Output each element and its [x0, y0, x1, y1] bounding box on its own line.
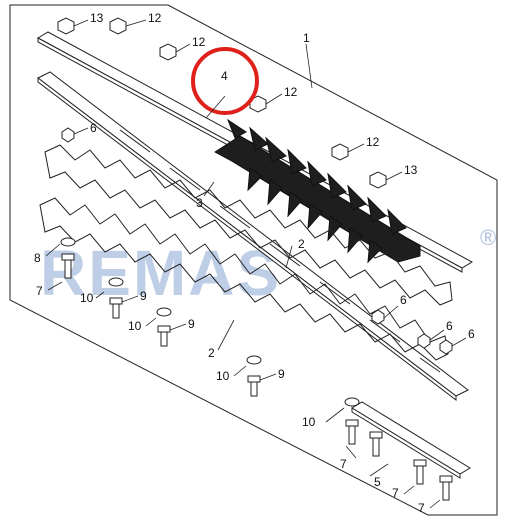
- label-part-2: 2: [298, 237, 305, 251]
- label-part-9: 9: [140, 289, 147, 303]
- part-4-upper-blade: [214, 118, 421, 264]
- label-part-6: 6: [90, 121, 97, 135]
- label-part-13: 13: [404, 163, 418, 177]
- part-labels: 13 12 12 1 12 6 12 13 3 2 8 7 10 9 6 10 …: [34, 11, 475, 515]
- washer-part-10-c: [246, 355, 262, 365]
- watermark-text: REMAS: [40, 237, 281, 309]
- bolt-part-7-d: [413, 459, 427, 485]
- bolt-part-9-b: [157, 325, 171, 347]
- label-part-7: 7: [418, 501, 425, 515]
- part-5-lower-plate: [351, 401, 471, 479]
- label-part-9: 9: [278, 367, 285, 381]
- part-2-blade-b: [39, 197, 449, 361]
- label-part-6: 6: [446, 319, 453, 333]
- label-part-10: 10: [216, 369, 230, 383]
- nut-part-12-c: [249, 95, 267, 113]
- bolt-part-7-e: [439, 475, 453, 501]
- label-part-12: 12: [366, 135, 380, 149]
- label-part-8: 8: [34, 251, 41, 265]
- label-part-13: 13: [90, 11, 104, 25]
- label-part-6: 6: [468, 327, 475, 341]
- bolt-part-7-b: [345, 419, 359, 445]
- nut-part-12-b: [159, 43, 177, 61]
- label-part-9: 9: [188, 317, 195, 331]
- nut-part-13-a: [57, 17, 75, 35]
- nut-part-6-a: [61, 127, 75, 143]
- label-part-10: 10: [128, 319, 142, 333]
- label-part-2: 2: [208, 346, 215, 360]
- label-part-7: 7: [340, 457, 347, 471]
- washer-part-10-b: [156, 307, 172, 317]
- leader-lines: [45, 19, 467, 509]
- label-part-7: 7: [36, 284, 43, 298]
- label-part-12: 12: [148, 11, 162, 25]
- nut-part-12-a: [109, 17, 127, 35]
- bolt-part-7-c: [369, 431, 383, 457]
- label-part-10: 10: [80, 291, 94, 305]
- washer-part-10-d: [344, 397, 360, 407]
- nut-part-13-b: [369, 171, 387, 189]
- nut-part-6-c: [417, 333, 431, 349]
- bolt-part-9-c: [247, 375, 261, 397]
- highlight-circle: [191, 47, 259, 115]
- diagram-frame: [9, 4, 498, 516]
- label-part-12: 12: [192, 35, 206, 49]
- nut-part-6-d: [439, 339, 453, 355]
- label-part-12: 12: [284, 85, 298, 99]
- washer-part-8: [60, 237, 76, 247]
- remas-watermark: REMAS ®: [40, 225, 496, 309]
- nut-part-12-d: [331, 143, 349, 161]
- label-part-6: 6: [400, 293, 407, 307]
- bolt-part-9-a: [109, 297, 123, 319]
- nut-part-6-b: [371, 309, 385, 325]
- label-part-1: 1: [303, 31, 310, 45]
- bolt-part-7-a: [61, 253, 75, 279]
- label-part-3: 3: [196, 196, 203, 210]
- label-part-7: 7: [392, 486, 399, 500]
- part-2-blade-a: [44, 144, 453, 306]
- label-part-10: 10: [302, 415, 316, 429]
- washer-part-10-a: [108, 277, 124, 287]
- label-part-4: 4: [221, 69, 228, 83]
- label-part-5: 5: [374, 475, 381, 489]
- highlight-part-4: 4: [191, 47, 259, 119]
- registered-mark: ®: [480, 225, 496, 250]
